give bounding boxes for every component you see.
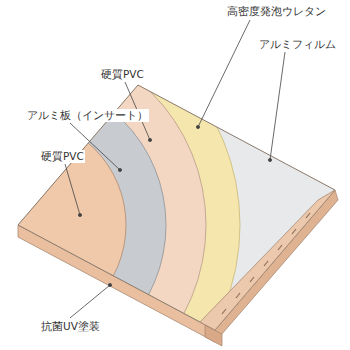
layer-label: 抗菌UV塗装: [40, 320, 101, 333]
layer-label: 硬質PVC: [100, 68, 145, 81]
layer-label: アルミフィルム: [258, 38, 337, 51]
layer-label: アルミ板（インサート）: [26, 109, 149, 122]
layer-label: 硬質PVC: [40, 150, 85, 163]
layer-label: 高密度発泡ウレタン: [226, 5, 327, 18]
